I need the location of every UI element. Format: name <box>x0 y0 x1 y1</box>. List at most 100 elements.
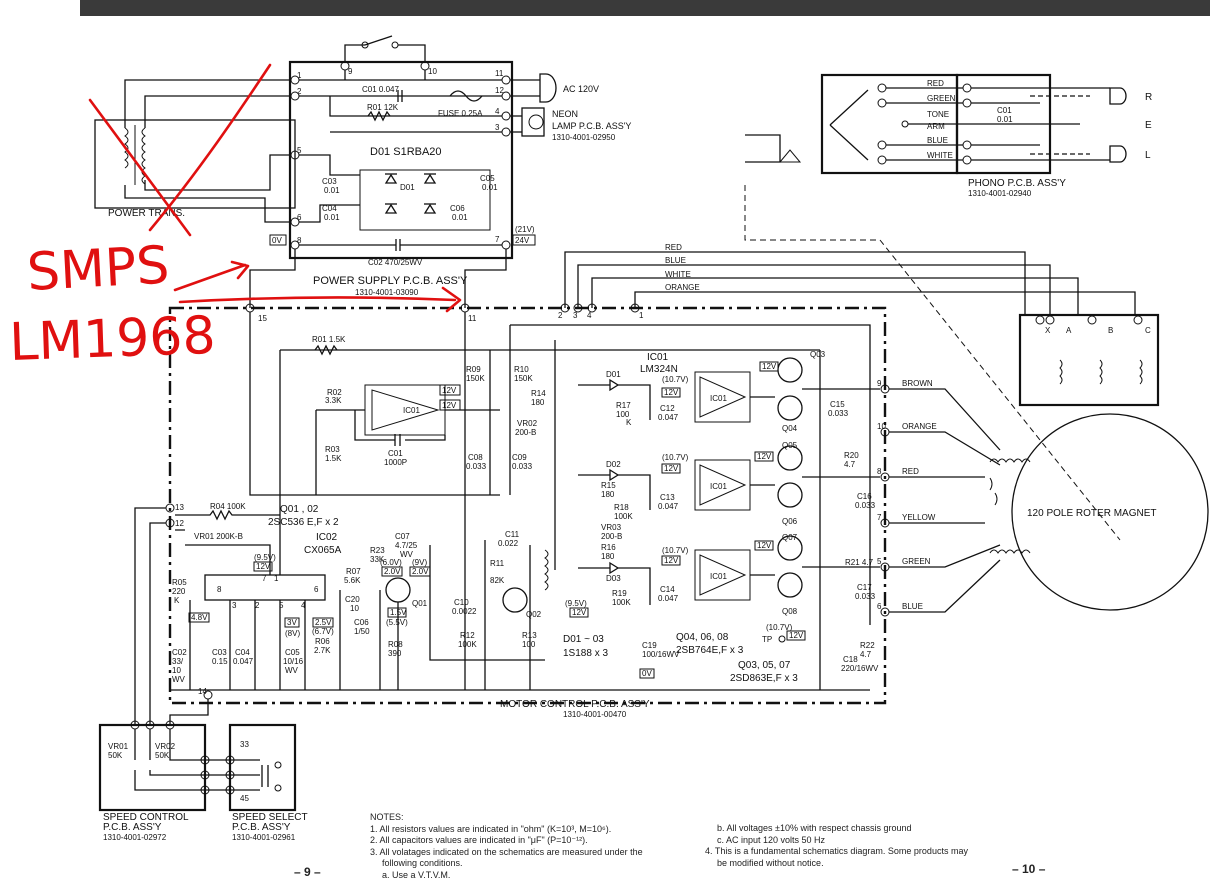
c19-label: C19 <box>642 641 657 650</box>
annotation-lm1968: LM1968 <box>8 306 216 373</box>
r21-label: R21 4.7 <box>845 558 874 567</box>
motor-control-section: RED BLUE WHITE ORANGE 15 11 2 3 4 1 R01 … <box>134 243 1136 725</box>
ic01-ch3-label: IC01 <box>710 572 727 581</box>
out-e: E <box>1145 120 1152 131</box>
red-cross-line-1 <box>88 98 192 237</box>
note-b: b. All voltages ±10% with respect chassi… <box>717 823 912 833</box>
notes-right: b. All voltages ±10% with respect chassi… <box>705 823 968 869</box>
c11-label: C11 <box>505 530 520 539</box>
c13-value: 0.047 <box>658 502 679 511</box>
v48-box <box>188 612 210 623</box>
r12-label: R12 <box>460 631 475 640</box>
v107-1: (10.7V) <box>662 375 689 384</box>
q02-transistor <box>502 587 528 613</box>
r15-label: R15 <box>601 481 616 490</box>
v0-box <box>269 234 287 246</box>
top-wire-red: RED <box>665 243 682 252</box>
page-number-right: – 10 – <box>1012 862 1046 876</box>
out-r: R <box>1145 92 1152 103</box>
r05-label: R05 <box>172 578 187 587</box>
v20-box <box>381 566 403 577</box>
r18-label: R18 <box>614 503 629 512</box>
c04-value: 0.01 <box>324 213 340 222</box>
c02-value: 33/ <box>172 657 184 666</box>
conn-c: C <box>1145 326 1151 335</box>
note-c: c. AC input 120 volts 50 Hz <box>717 834 826 845</box>
vr02-value: 200-B <box>515 428 536 437</box>
r08-label: R08 <box>388 640 403 649</box>
speed-select-part: 1310-4001-02961 <box>232 833 296 842</box>
speed-45: 45 <box>240 794 249 803</box>
c16-label: C16 <box>857 492 872 501</box>
c06-value: 1/50 <box>354 627 370 636</box>
coil-connector-box <box>1018 313 1160 407</box>
c03-value: 0.01 <box>324 186 340 195</box>
v12-label-1: 12V <box>442 386 457 395</box>
speed-control-pcb <box>98 723 207 812</box>
r16-label: R16 <box>601 543 616 552</box>
d01-label: D01 <box>606 370 621 379</box>
r11-label: R11 <box>490 559 505 568</box>
v60-label: (6.0V) <box>380 558 402 567</box>
phono-c01: C01 <box>997 106 1012 115</box>
r10-label: R10 <box>514 365 529 374</box>
d01-bridge-label: D01 S1RBA20 <box>370 146 442 158</box>
c02-label: C02 470/25WV <box>368 258 423 267</box>
wire-green: GREEN <box>927 94 956 103</box>
driver-channel-3: D03 (10.7V) 12V IC01 R19 100K C14 0.047 <box>578 546 751 607</box>
r15-value: 180 <box>601 490 615 499</box>
note-1: 1. All resistors values are indicated in… <box>370 823 612 834</box>
neon-title: NEON <box>552 109 578 119</box>
wire-blue: BLUE <box>902 602 923 611</box>
c10-label: C10 <box>454 598 469 607</box>
wire-blue: BLUE <box>927 136 948 145</box>
bridge-area <box>359 169 491 231</box>
output-transistors <box>750 350 880 690</box>
plug-l <box>1109 145 1127 163</box>
ic02-pin-6: 6 <box>314 585 319 594</box>
out-l: L <box>1145 150 1151 161</box>
note-4: 4. This is a fundamental schematics diag… <box>705 846 968 856</box>
c07-label: C07 <box>395 532 410 541</box>
c11-value: 0.022 <box>498 539 519 548</box>
v107-3: (10.7V) <box>662 546 689 555</box>
q05-label: Q05 <box>782 441 798 450</box>
c16-value: 0.033 <box>855 501 876 510</box>
v12-box-q03 <box>759 361 779 372</box>
pin-1: 1 <box>639 311 644 320</box>
q08-label: Q08 <box>782 607 798 616</box>
c05-wv: WV <box>285 666 299 675</box>
v12-5: 12V <box>664 556 679 565</box>
c12-value: 0.047 <box>658 413 679 422</box>
power-supply-part: 1310-4001-03090 <box>355 288 419 297</box>
c05-label: C05 <box>285 648 300 657</box>
pin-14: 14 <box>198 687 207 696</box>
c20-value: 10 <box>350 604 359 613</box>
v24-box <box>512 234 536 246</box>
pin-5: 5 <box>297 146 302 155</box>
v12b-box <box>569 607 589 618</box>
wire-tone: TONE <box>927 110 949 119</box>
power-transformer-outline <box>94 119 296 209</box>
r06-value: 2.7K <box>314 646 331 655</box>
conn-b: B <box>1108 326 1113 335</box>
c07-value: 4.7/25 <box>395 541 418 550</box>
pin-10: 10 <box>428 67 437 76</box>
v25-box <box>312 617 334 628</box>
driver-channel-2: D02 (10.7V) 12V IC01 R15 180 R18 100K VR… <box>578 453 751 561</box>
ic02-pin-5: 5 <box>279 601 284 610</box>
ic01-amp-label: IC01 <box>403 406 420 415</box>
v8-label: (8V) <box>285 629 300 638</box>
q-out-part: 2SB764E,F x 3 <box>676 645 744 656</box>
v55-label: (5.5V) <box>386 618 408 627</box>
ic01-ch1-label: IC01 <box>710 394 727 403</box>
r19-label: R19 <box>612 589 627 598</box>
plug-r <box>1109 87 1127 105</box>
r13-value: 100 <box>522 640 536 649</box>
c12-label: C12 <box>660 404 675 413</box>
ic02-pin-1: 1 <box>274 574 279 583</box>
speed-select-title: SPEED SELECT <box>232 812 308 823</box>
vr03-label: VR03 <box>601 523 622 532</box>
d03-label: D03 <box>606 574 621 583</box>
out-pin-5: 5 <box>877 557 882 566</box>
